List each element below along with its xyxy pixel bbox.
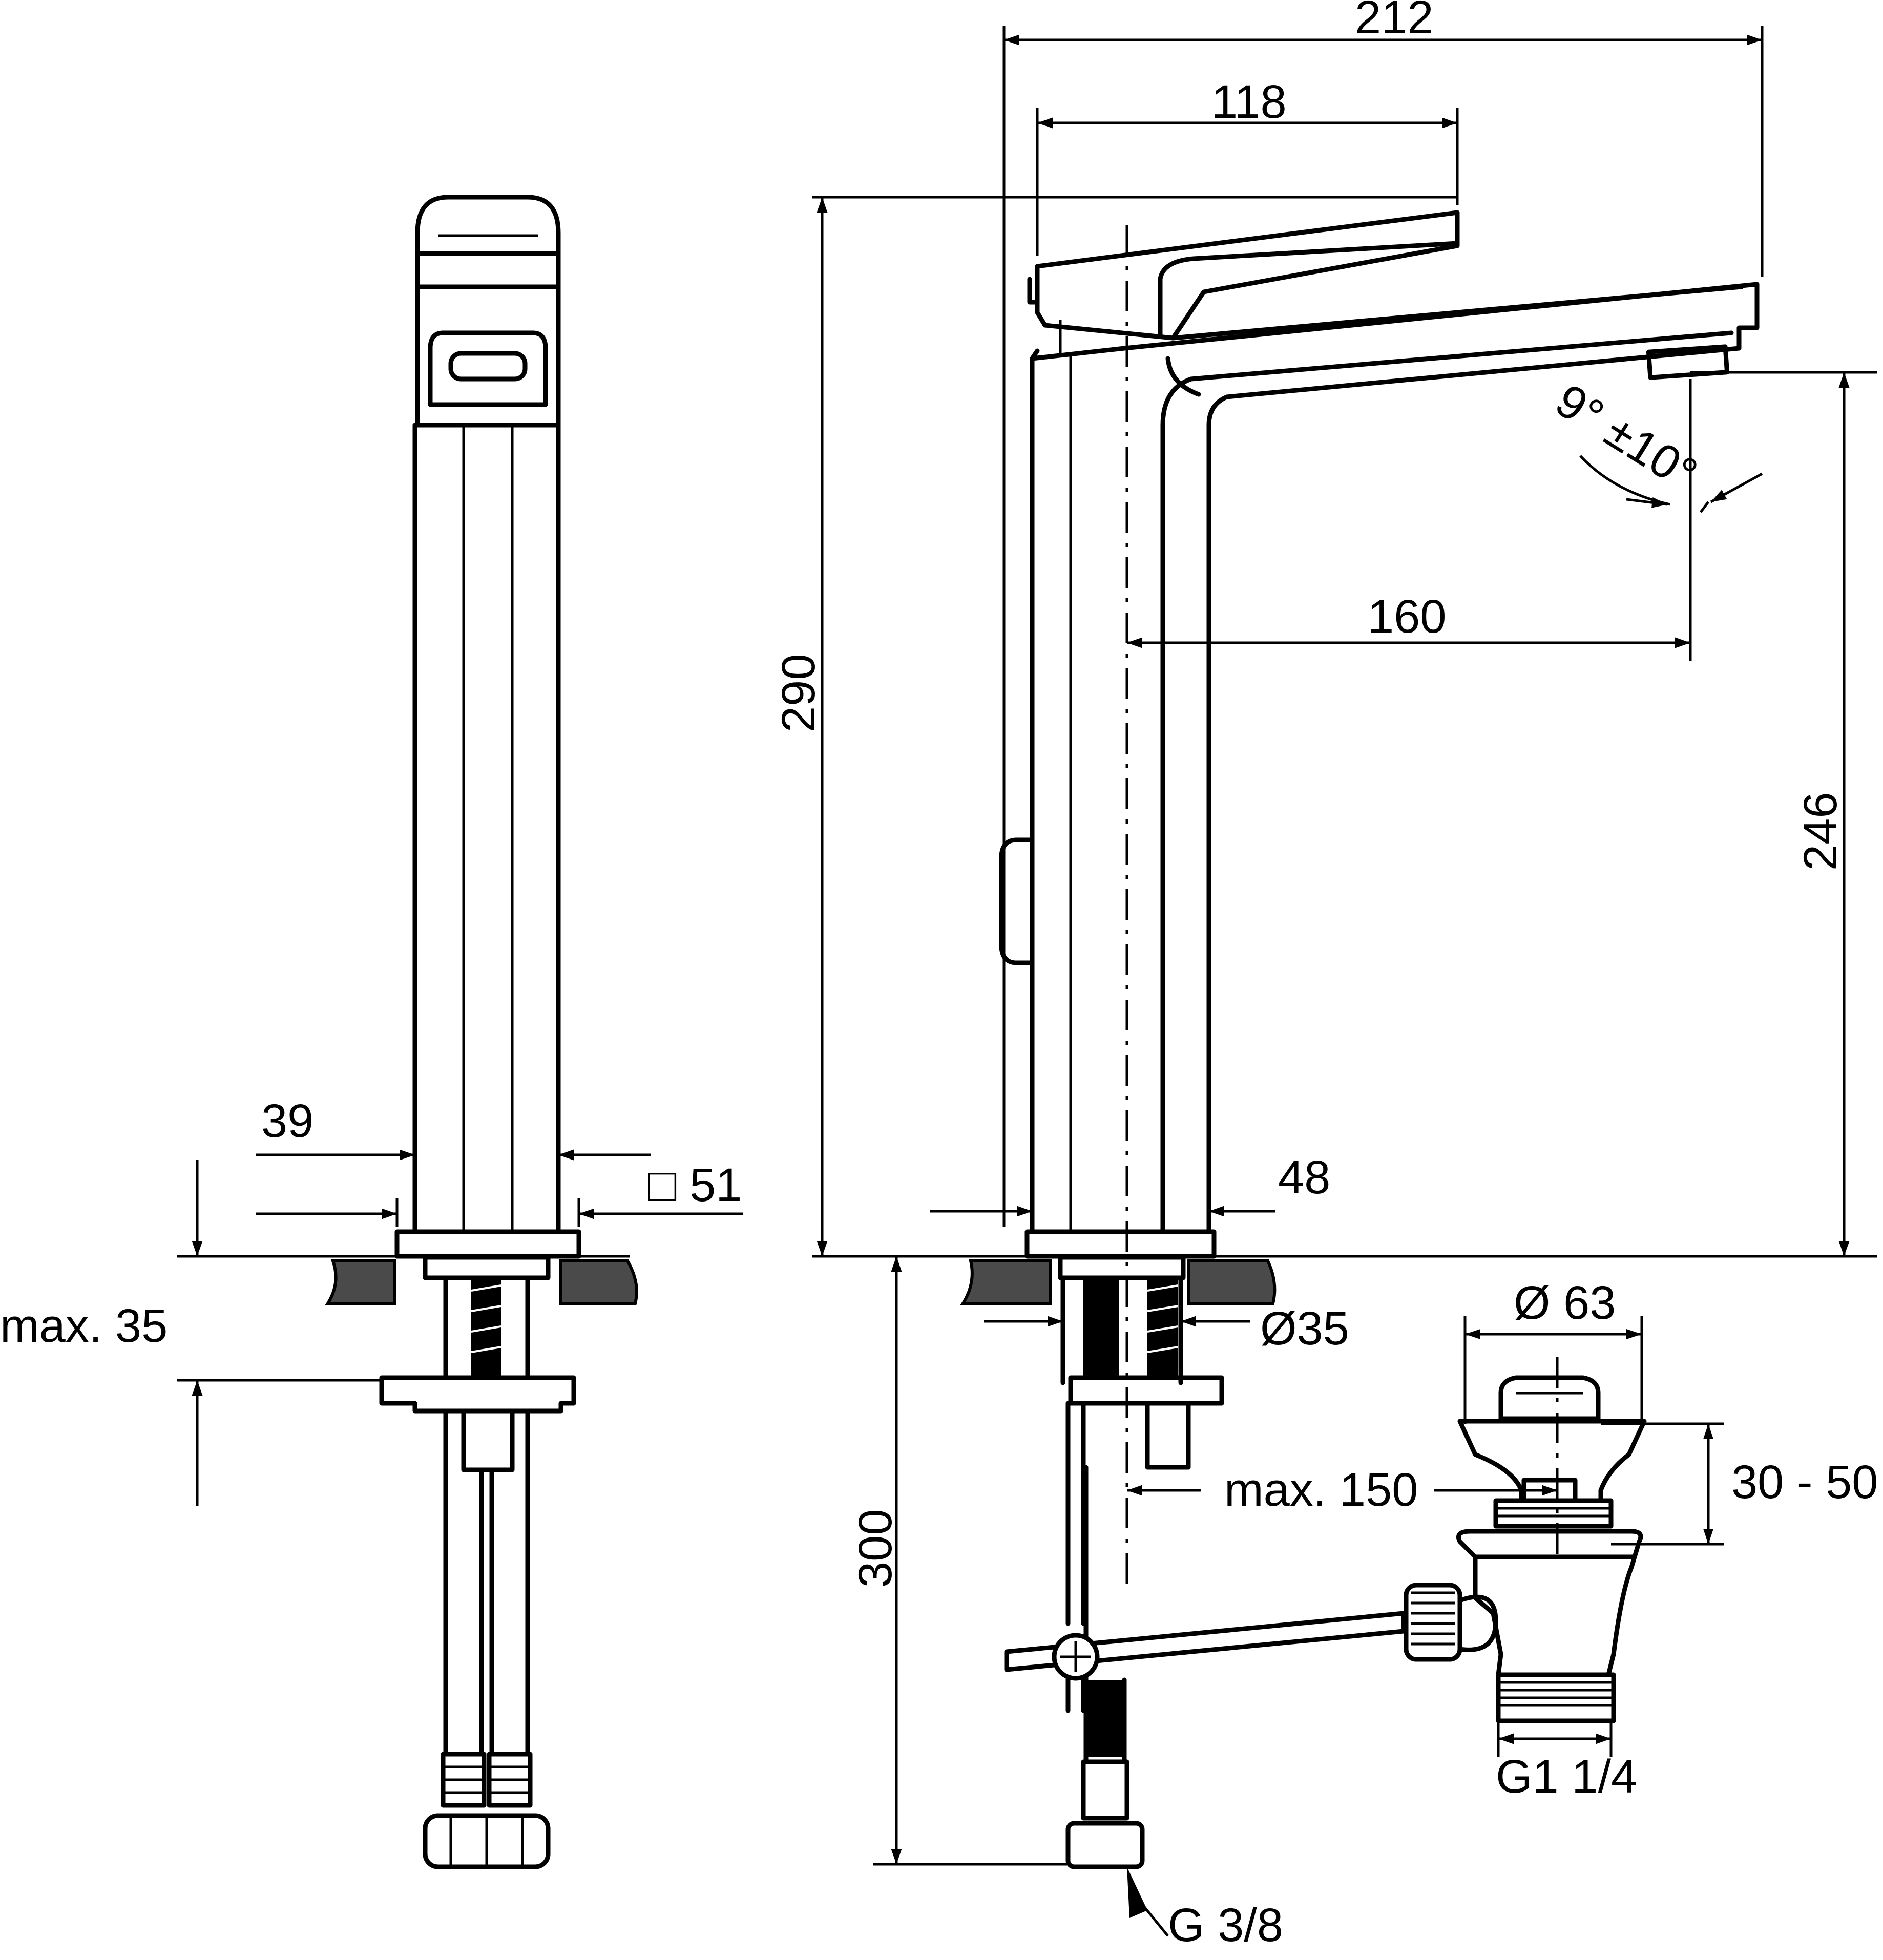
aerator-tip [1646,344,1730,380]
mounting-bracket-side [1068,1375,1224,1406]
drain-rod [1004,1611,1406,1672]
aerator-window [428,330,548,407]
countertop-side-right [1187,1259,1277,1305]
height-290-label: 290 [772,654,825,733]
angle-label: 9° ±10° [1546,374,1706,500]
width-118-label: 118 [1211,76,1287,128]
side-view: 212 118 290 246 160 9° ±10° [772,0,1878,1951]
plug [1498,1375,1601,1421]
countertop-side-left [960,1259,1052,1305]
dim-39-label: 39 [261,1095,313,1147]
nut [1493,1498,1614,1529]
width-212-label: 212 [1355,0,1434,44]
base-plate-front [394,1229,581,1259]
waste-fitting [1404,1357,1647,1723]
side-button [999,837,1035,965]
flange [1457,1419,1647,1503]
dim-48-label: 48 [1278,1151,1330,1204]
diam-35-label: Ø35 [1260,1302,1349,1355]
front-view: 39 □ 51 max. 35 [0,195,743,1869]
height-246-label: 246 [1794,792,1847,871]
countertop-left [325,1259,396,1305]
hose-connector-side [1065,1821,1145,1869]
spout [1030,282,1760,428]
mounting-bracket-front [379,1375,576,1414]
rod-nut [1404,1583,1462,1662]
range-30-50-label: 30 - 50 [1731,1456,1878,1508]
countertop-right [559,1259,638,1305]
thread-g38-label: G 3/8 [1168,1899,1283,1951]
waste-body [1456,1529,1643,1677]
lever-handle [1035,210,1460,341]
hose-section [1083,1278,1119,1380]
max-35-label: max. 35 [0,1300,168,1352]
length-300-label: 300 [849,1509,902,1588]
base-plate-side [1024,1229,1217,1259]
reach-160-label: 160 [1368,591,1447,643]
diam-63-label: Ø 63 [1514,1277,1616,1329]
thread-g1-label: G1 1/4 [1496,1751,1637,1803]
handle-front [415,195,561,428]
max-150-label: max. 150 [1224,1464,1418,1516]
square-51-label: □ 51 [648,1159,742,1211]
